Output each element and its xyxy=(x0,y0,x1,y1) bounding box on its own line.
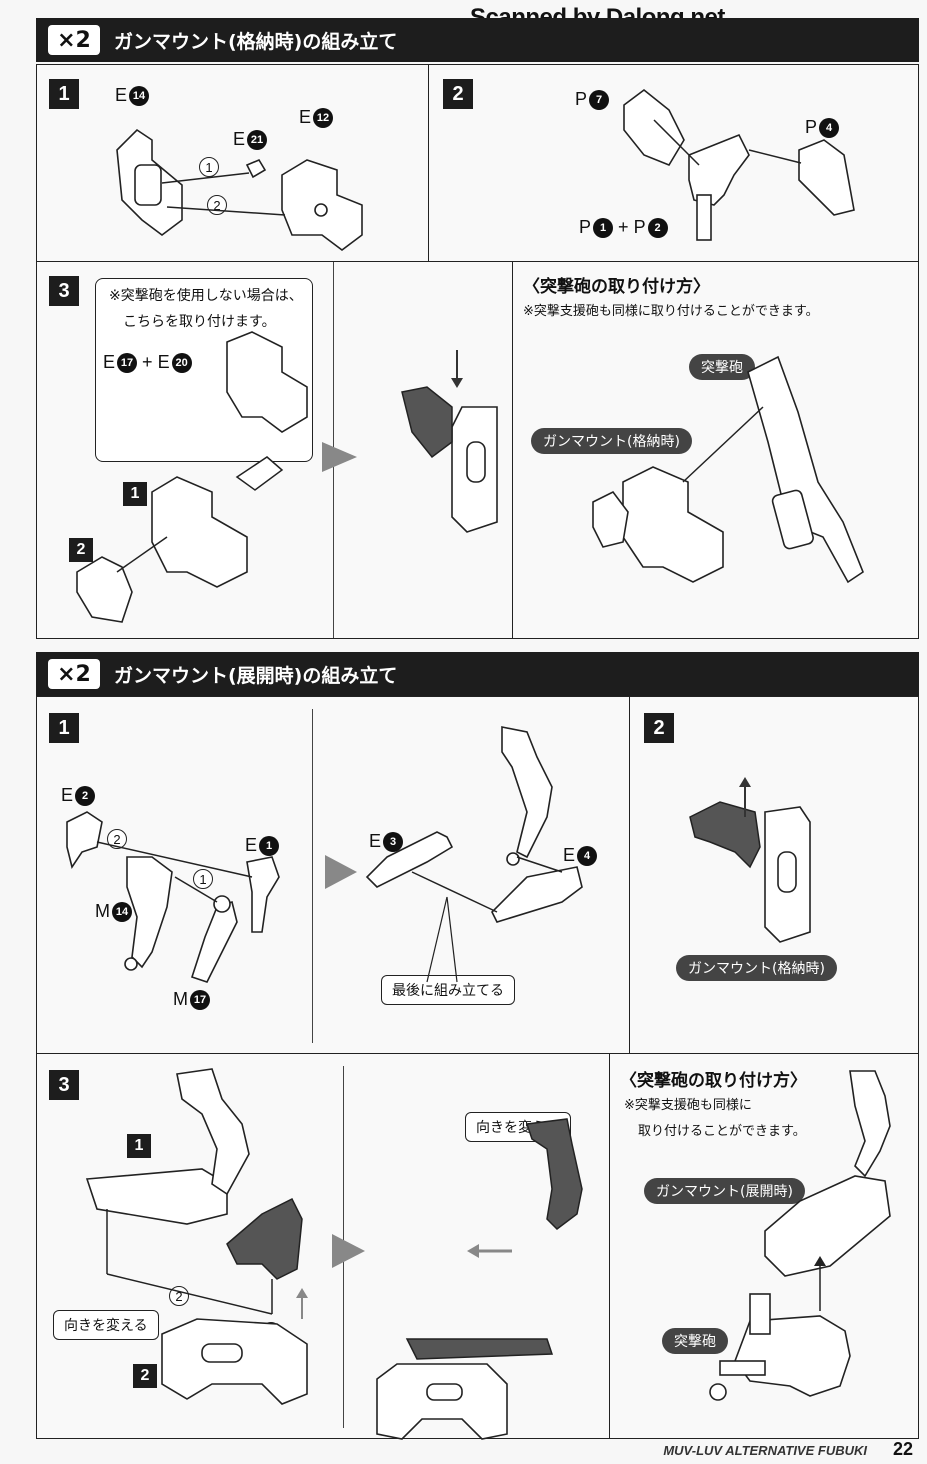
step-number: 1 xyxy=(49,713,79,743)
attach-note: ※突撃支援砲も同様に xyxy=(624,1098,752,1113)
step-number: 3 xyxy=(49,1070,79,1100)
panel-step-3: 3 1 2 2 1 向きを変える 向きを変える xyxy=(36,1053,610,1440)
section-header-deployed: ×2 ガンマウント(展開時)の組み立て xyxy=(36,652,919,696)
part-illustration xyxy=(592,355,864,584)
note-text: こちらを取り付けます。 xyxy=(123,314,276,330)
assemble-last-label: 最後に組み立てる xyxy=(381,975,515,1005)
section-header-stowed: ×2 ガンマウント(格納時)の組み立て xyxy=(36,18,919,62)
gun-label: 突撃砲 xyxy=(662,1328,728,1354)
part-illustration xyxy=(709,1070,891,1401)
attach-heading: 〈突撃砲の取り付け方〉 xyxy=(523,277,710,297)
sub-step-number: 1 xyxy=(127,1134,151,1158)
note-text: ※突撃砲を使用しない場合は、 xyxy=(109,288,303,304)
mount-label: ガンマウント(展開時) xyxy=(644,1178,805,1204)
part-illustration xyxy=(116,128,363,251)
page-number: 22 xyxy=(892,1439,913,1459)
section-title: ガンマウント(展開時)の組み立て xyxy=(114,664,398,687)
part-illustration xyxy=(623,88,855,241)
panel-attach-gun: 〈突撃砲の取り付け方〉 ※突撃支援砲も同様に 取り付けることができます。 ガンマ… xyxy=(609,1053,919,1439)
mount-label: ガンマウント(格納時) xyxy=(531,428,692,454)
part-illustration xyxy=(76,331,498,623)
step-number: 1 xyxy=(49,79,79,109)
attach-note: 取り付けることができます。 xyxy=(638,1124,806,1139)
sub-step-number: 2 xyxy=(133,1364,157,1388)
turn-around-label: 向きを変える xyxy=(53,1310,159,1340)
gun-label: 突撃砲 xyxy=(689,354,755,380)
order-number: 2 xyxy=(107,829,127,849)
step-number: 2 xyxy=(443,79,473,109)
sub-step-number: 2 xyxy=(69,538,93,562)
mount-label: ガンマウント(格納時) xyxy=(676,955,837,981)
part-illustration xyxy=(85,1068,583,1440)
panel-step-2: 2 ガンマウント(格納時) xyxy=(629,696,919,1054)
panel-attach-gun: 〈突撃砲の取り付け方〉 ※突撃支援砲も同様に取り付けることができます。 突撃砲 … xyxy=(512,261,919,639)
divider xyxy=(312,709,313,1043)
attach-note: ※突撃支援砲も同様に取り付けることができます。 xyxy=(523,304,819,319)
step-number: 2 xyxy=(644,713,674,743)
order-number: 1 xyxy=(199,157,219,177)
part-illustration xyxy=(66,726,583,983)
section-title: ガンマウント(格納時)の組み立て xyxy=(114,30,398,53)
attach-heading: 〈突撃砲の取り付け方〉 xyxy=(620,1071,807,1091)
quantity-badge: ×2 xyxy=(48,659,100,689)
quantity-badge: ×2 xyxy=(48,25,100,55)
step-number: 3 xyxy=(49,276,79,306)
sub-step-number: 1 xyxy=(123,482,147,506)
order-number: 1 xyxy=(193,869,213,889)
footer-title: MUV-LUV ALTERNATIVE FUBUKI xyxy=(663,1443,867,1458)
part-illustration xyxy=(689,777,811,943)
